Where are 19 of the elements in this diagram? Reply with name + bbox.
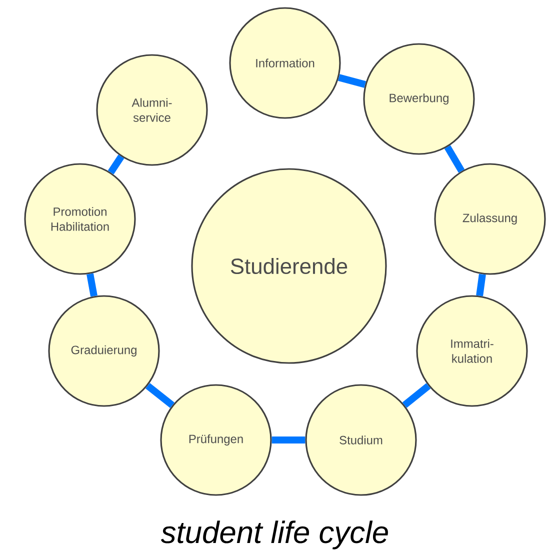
connector-line bbox=[476, 274, 486, 296]
connector-line bbox=[86, 273, 98, 297]
circle-node: Information bbox=[229, 7, 341, 119]
circle-node: Immatri-kulation bbox=[416, 295, 528, 407]
circle-node: Bewerbung bbox=[363, 43, 475, 155]
circle-node: Alumni-service bbox=[96, 54, 208, 166]
circle-node: Graduierung bbox=[48, 295, 160, 407]
connector-line bbox=[146, 382, 174, 408]
circle-node: Prüfungen bbox=[160, 384, 272, 496]
connector-line bbox=[108, 154, 124, 174]
circle-node: Studium bbox=[305, 384, 417, 496]
circle-node: Zulassung bbox=[434, 163, 546, 275]
circle-node: Promotion Habilitation bbox=[24, 163, 136, 275]
connector-line bbox=[272, 436, 306, 444]
connector-line bbox=[402, 383, 431, 408]
circle-node: Studierende bbox=[191, 168, 387, 364]
connector-line bbox=[444, 145, 465, 173]
connector-line bbox=[338, 74, 366, 88]
caption: student life cycle bbox=[160, 520, 388, 550]
